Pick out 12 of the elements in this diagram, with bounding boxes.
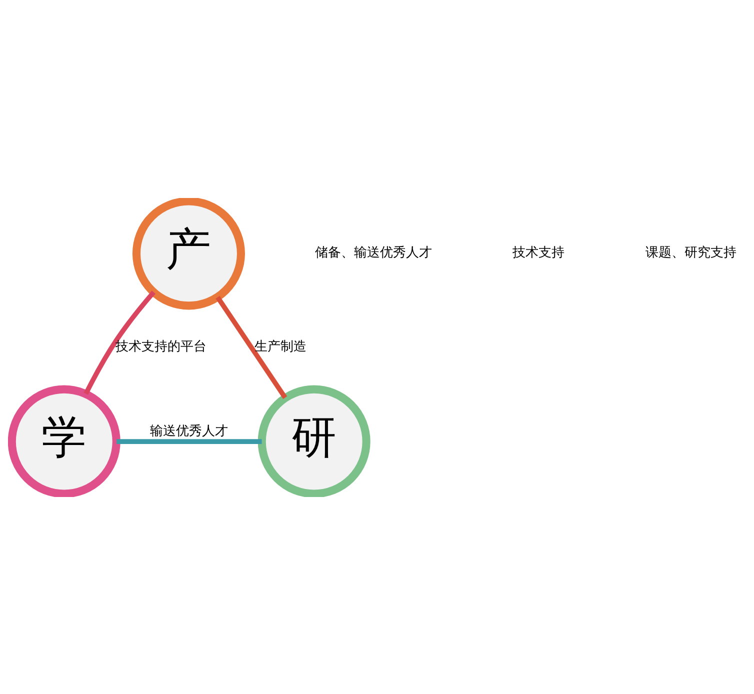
label: 课题、研究支持 bbox=[646, 245, 737, 260]
node-circle: 产 bbox=[132, 198, 245, 310]
node-circle: 研 bbox=[258, 384, 370, 496]
connector bbox=[216, 295, 288, 398]
label: 技术支持 bbox=[512, 245, 564, 260]
node-circle: 学 bbox=[8, 384, 120, 496]
label: 储备、输送优秀人才 bbox=[315, 245, 432, 260]
connector bbox=[116, 438, 262, 444]
edge-label: 输送优秀人才 bbox=[150, 423, 228, 438]
edge-label: 生产制造 bbox=[254, 339, 306, 354]
edge-label: 技术支持的平台 bbox=[115, 339, 206, 354]
connector bbox=[84, 290, 156, 394]
